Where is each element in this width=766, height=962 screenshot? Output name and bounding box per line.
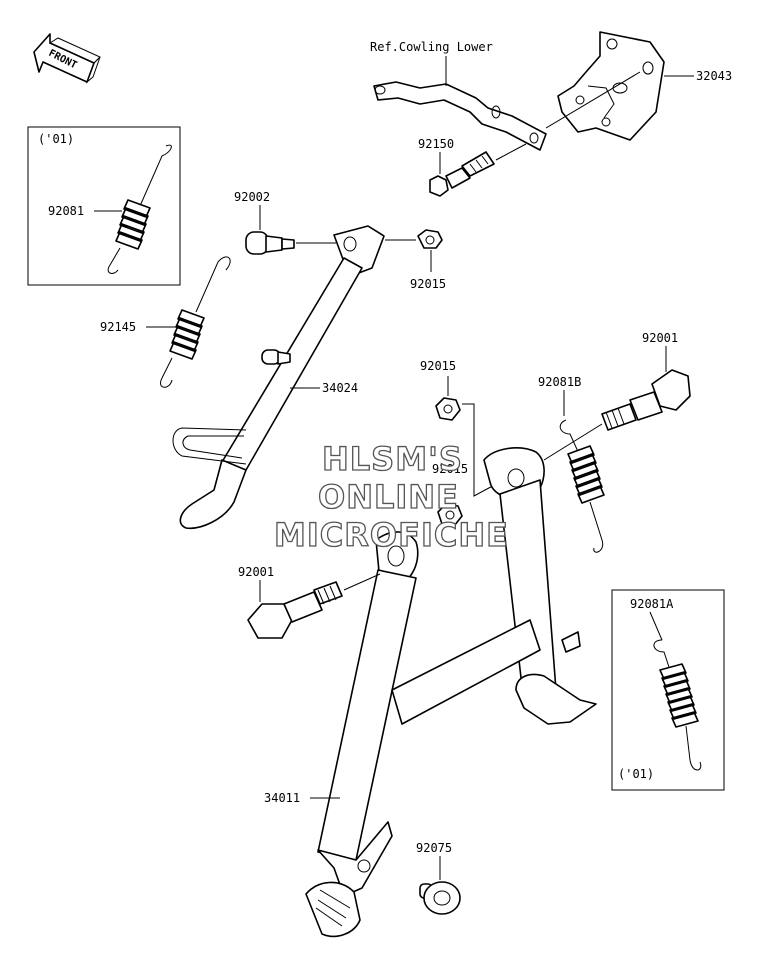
part-label-92081: 92081 [48, 204, 84, 218]
spring-92145-icon [160, 256, 231, 388]
part-label-92015-upper: 92015 [410, 277, 446, 291]
bolt-92001-right-icon [601, 369, 691, 431]
part-label-32043: 32043 [696, 69, 732, 83]
spring-92081B-icon [559, 419, 605, 553]
watermark: HLSM'S ONLINE MICROFICHE [273, 439, 509, 554]
bolt-92001-left-icon [247, 581, 343, 639]
part-label-34024: 34024 [322, 381, 358, 395]
part-label-92001-left: 92001 [238, 565, 274, 579]
inset-variant-right: ('01) [618, 767, 654, 781]
inset-box-left [27, 126, 181, 286]
bolt-92150-icon [429, 151, 495, 197]
watermark-line-3: MICROFICHE [274, 516, 509, 554]
nut-92015-lower-icon [437, 503, 463, 527]
part-label-92081B: 92081B [538, 375, 581, 389]
part-label-92150: 92150 [418, 137, 454, 151]
part-label-92001-right: 92001 [642, 331, 678, 345]
part-label-92081A: 92081A [630, 597, 674, 611]
inset-variant-left: ('01) [38, 132, 74, 146]
part-label-92015-middle: 92015 [420, 359, 456, 373]
reference-label: Ref.Cowling Lower [370, 40, 493, 54]
bracket-32043-icon [557, 31, 665, 141]
cowling-bracket-icon [373, 81, 547, 151]
collar-92075-icon [419, 881, 461, 915]
part-label-92075: 92075 [416, 841, 452, 855]
spring-92081-icon [107, 144, 172, 274]
front-arrow-icon: FRONT [33, 33, 101, 84]
part-label-92145: 92145 [100, 320, 136, 334]
inset-box-right [611, 589, 725, 791]
watermark-line-2: ONLINE [318, 478, 459, 516]
part-label-92002: 92002 [234, 190, 270, 204]
main-stand-34011-icon [305, 447, 597, 938]
bolt-92002-icon [245, 231, 295, 255]
watermark-line-1: HLSM'S [322, 440, 463, 478]
part-label-34011: 34011 [264, 791, 300, 805]
nut-92015-upper-icon [417, 229, 443, 249]
nut-92015-middle-icon [435, 397, 461, 421]
side-stand-34024-icon [172, 225, 385, 529]
part-label-92015-lower: 92015 [432, 462, 468, 476]
spring-92081A-icon [649, 611, 702, 771]
